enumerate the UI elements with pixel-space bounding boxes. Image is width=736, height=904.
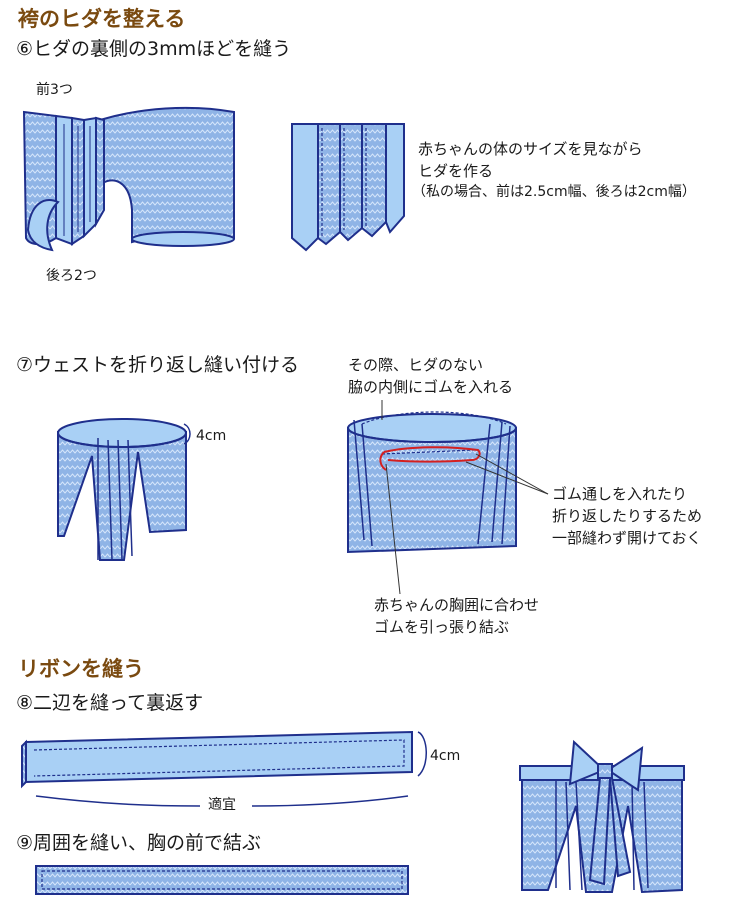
- hakama-waistband-illustration: [57, 418, 191, 561]
- elastic-top-note-line-1: その際、ヒダのない: [348, 356, 484, 374]
- label-back-pleats: 後ろ2つ: [46, 268, 97, 284]
- step7-leader-lines: [381, 400, 549, 595]
- gap-note-line-1: ゴム通しを入れたり: [552, 485, 688, 503]
- pleat-note-line-3: （私の場合、前は2.5cm幅、後ろは2cm幅）: [412, 184, 696, 200]
- pleat-note-line-1: 赤ちゃんの体のサイズを見ながら: [418, 140, 643, 158]
- elastic-note-line-2: ゴムを引っ張り結ぶ: [374, 618, 510, 636]
- pleat-note-line-2: ヒダを作る: [418, 162, 494, 180]
- elastic-note-line-1: 赤ちゃんの胸囲に合わせ: [374, 596, 540, 614]
- section-heading-pleats: 袴のヒダを整える: [18, 7, 186, 31]
- pleated-fabric-illustration: [22, 106, 235, 252]
- pleat-closeup-illustration: [291, 123, 405, 252]
- hakama-elastic-illustration: [347, 411, 517, 554]
- ribbon-width-label: 4cm: [430, 748, 461, 764]
- ribbon-length-label: 適宜: [208, 797, 236, 813]
- gap-note-line-3: 一部縫わず開けておく: [552, 529, 702, 547]
- step-8-title: ⑧二辺を縫って裏返す: [16, 692, 204, 714]
- step-7-title: ⑦ウェストを折り返し縫い付ける: [16, 354, 300, 376]
- elastic-top-note-line-2: 脇の内側にゴムを入れる: [348, 378, 514, 396]
- waist-width-label: 4cm: [196, 428, 227, 444]
- section-heading-ribbon: リボンを縫う: [18, 657, 144, 681]
- folded-ribbon-strip: [21, 730, 427, 807]
- label-front-pleats: 前3つ: [36, 82, 73, 98]
- elastic-red-tie: [379, 446, 481, 471]
- step-6-title: ⑥ヒダの裏側の3mmほどを縫う: [16, 38, 292, 60]
- ribbon-band: [35, 865, 409, 895]
- gap-note-line-2: 折り返したりするため: [552, 507, 703, 525]
- step-9-title: ⑨周囲を縫い、胸の前で結ぶ: [16, 832, 262, 854]
- finished-hakama-illustration: [519, 739, 685, 894]
